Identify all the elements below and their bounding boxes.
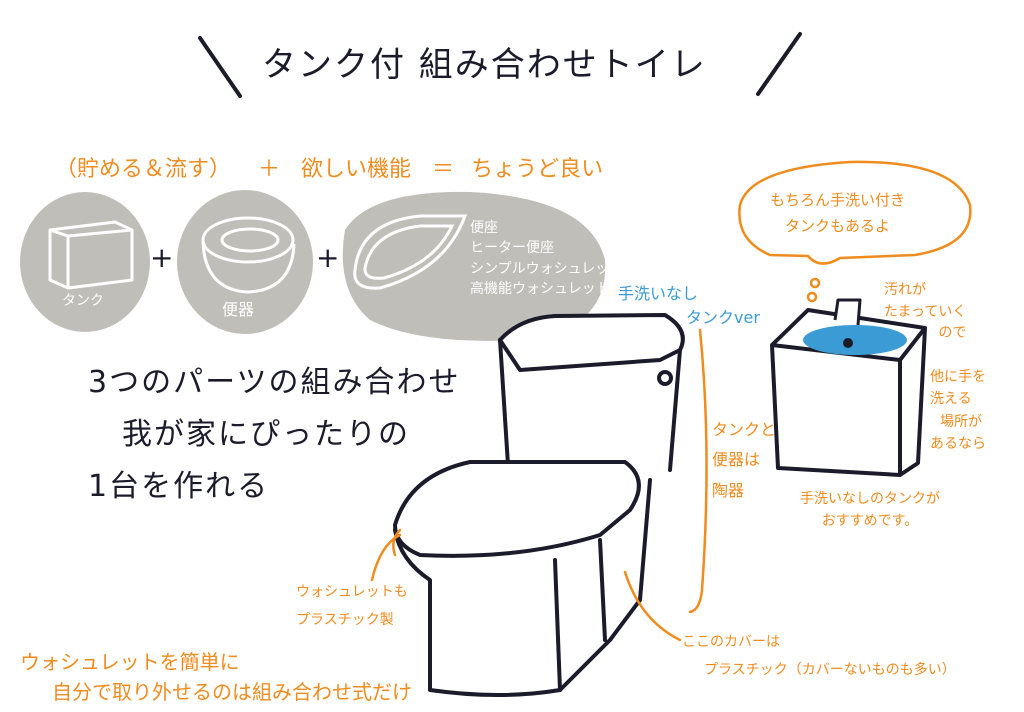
title-slash-left — [198, 36, 242, 98]
thought-bubble — [738, 160, 972, 303]
dirt-note: 汚れが たまっていく ので — [884, 280, 966, 345]
note-line: 他に手を — [930, 369, 986, 385]
sink-tank-drawing — [770, 298, 927, 477]
seat-icon — [353, 214, 468, 290]
formula-equals: ＝ — [432, 157, 455, 182]
seat-options: 便座 ヒーター便座 シンプルウォシュレット 高機能ウォシュレット — [470, 218, 623, 299]
bowl-icon — [201, 216, 296, 294]
bubble-line: タンクもあるよ — [785, 216, 891, 235]
toilet-drawing — [393, 313, 685, 697]
note-line: あるなら — [930, 436, 986, 453]
note-line: タンクと — [712, 420, 777, 439]
bottom-note-line2: 自分で取り外せるのは組み合わせ式だけ — [52, 680, 412, 704]
seat-option: 便座 — [470, 220, 498, 236]
washlet-note: ウォシュレットも プラスチック製 — [296, 578, 408, 634]
note-line: 洗える — [930, 391, 972, 408]
bottom-note-line1: ウォシュレットを簡単に — [20, 650, 240, 674]
title-slash-right — [756, 32, 802, 96]
tank-blob — [20, 192, 150, 332]
note-line: 便器は — [712, 450, 761, 470]
note-line: おすすめです。 — [821, 513, 919, 530]
no-sink-label: 手洗いなし — [618, 284, 699, 303]
ceramic-note: タンクと 便器は 陶器 — [712, 415, 776, 506]
main-text-line2: 我が家にぴったりの — [122, 417, 410, 452]
formula: （貯める＆流す） ＋ 欲しい機能 ＝ ちょうど良い — [55, 156, 603, 184]
other-place-note: 他に手を 洗える 場所が あるなら — [930, 366, 986, 456]
note-line: 場所が — [940, 413, 982, 430]
bubble-text: もちろん手洗い付き タンクもあるよ — [770, 188, 905, 239]
no-sink-label-ver: タンクver — [686, 308, 760, 327]
formula-result: ちょうど良い — [471, 157, 604, 182]
note-line: ここのカバーは — [682, 634, 780, 650]
main-text-line3: 1台を作れる — [88, 469, 270, 504]
seat-option: 高機能ウォシュレット — [470, 280, 610, 297]
seat-option: ヒーター便座 — [470, 240, 554, 257]
cover-note: ここのカバーは プラスチック（カバーないものも多い） — [682, 628, 956, 684]
plus-sign: + — [150, 241, 174, 274]
formula-plus: ＋ — [258, 157, 281, 182]
note-line: 陶器 — [712, 480, 745, 500]
page-title: タンク付 組み合わせトイレ — [262, 45, 707, 85]
note-line: たまっていく — [884, 303, 967, 320]
note-line: プラスチック製 — [296, 612, 394, 628]
note-line: 手洗いなしのタンクが — [800, 491, 940, 507]
formula-part2: 欲しい機能 — [301, 157, 412, 182]
note-line: 汚れが — [884, 282, 926, 298]
main-text-line1: 3つのパーツの組み合わせ — [88, 365, 461, 400]
seat-option: シンプルウォシュレット — [470, 260, 624, 277]
note-line: プラスチック（カバーないものも多い） — [704, 662, 956, 678]
note-line: ので — [938, 325, 967, 342]
plus-sign: + — [316, 241, 340, 274]
recommend-note: 手洗いなしのタンクが おすすめです。 — [800, 488, 940, 533]
formula-part1: （貯める＆流す） — [55, 157, 232, 182]
note-line: ウォシュレットも — [296, 584, 408, 600]
bowl-label: 便器 — [222, 300, 255, 319]
tank-icon — [48, 220, 134, 290]
tank-label: タンク — [62, 293, 104, 309]
bubble-line: もちろん手洗い付き — [770, 191, 906, 209]
